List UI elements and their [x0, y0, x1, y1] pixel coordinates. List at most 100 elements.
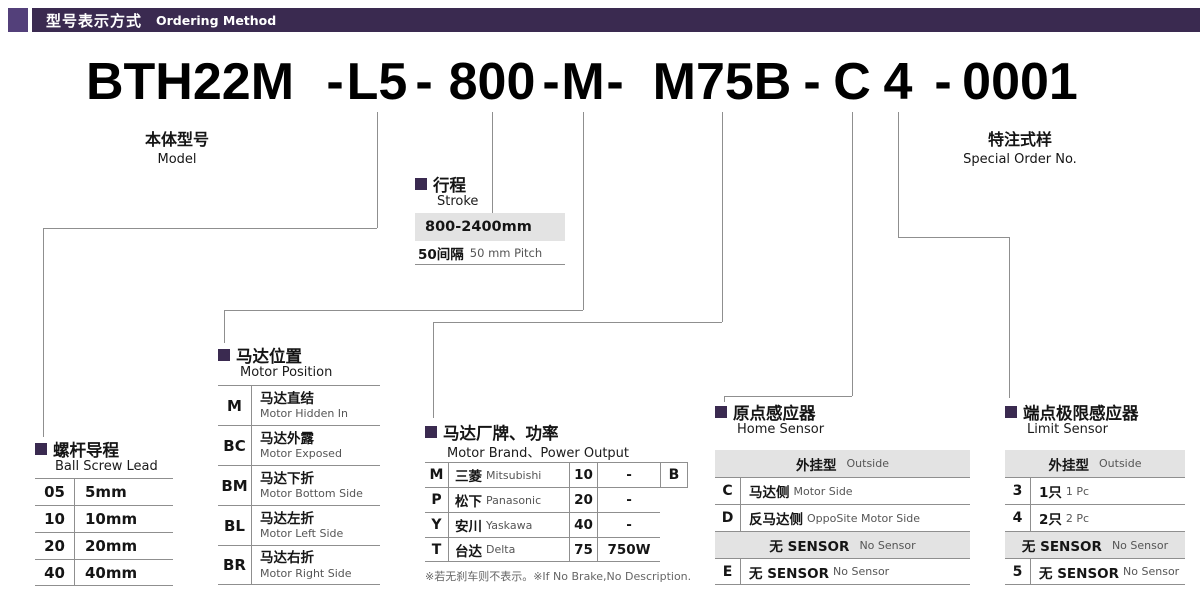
- model-code-dash: -: [606, 53, 624, 111]
- no-sensor-zh: 无 SENSOR: [1021, 539, 1102, 555]
- lead-code: 20: [35, 533, 75, 559]
- position-code: M: [218, 386, 252, 425]
- special-order-label: 特注式样 Special Order No.: [963, 126, 1077, 167]
- lead-value: 20mm: [85, 537, 138, 555]
- sensor-en: 2 Pc: [1065, 511, 1090, 525]
- model-code-segment-motor-brand: M75B: [652, 53, 792, 111]
- lead-code: 40: [35, 560, 75, 585]
- motor-brand-section-title: 马达厂牌、功率: [425, 420, 559, 444]
- model-code-dash: -: [934, 53, 952, 111]
- special-order-label-zh: 特注式样: [987, 130, 1053, 149]
- stroke-pitch-en: 50 mm Pitch: [469, 245, 543, 260]
- section-bullet-icon: [715, 406, 727, 418]
- model-code-dash: -: [415, 53, 433, 111]
- connector-line: [724, 396, 725, 402]
- connector-line: [224, 310, 225, 343]
- connector-line: [898, 112, 899, 237]
- sensor-zh: 反马达侧: [749, 512, 803, 528]
- home-sensor-table: 外挂型 Outside C 马达侧 Motor Side D 反马达侧 Oppo…: [715, 450, 970, 585]
- home-sensor-section-title: 原点感应器: [715, 400, 816, 424]
- connector-line: [724, 396, 852, 397]
- sensor-zh: 无 SENSOR: [749, 565, 830, 582]
- table-row: 20 20mm: [35, 532, 173, 559]
- table-row: 5 无 SENSOR No Sensor: [1005, 558, 1185, 585]
- brand-en: Yaskawa: [486, 518, 533, 532]
- limit-sensor-table: 外挂型 Outside 3 1只 1 Pc 4 2只 2 Pc 无 SENSOR…: [1005, 450, 1185, 585]
- stroke-range-box: 800-2400mm: [415, 213, 565, 241]
- brand-name: 台达 Delta: [449, 538, 570, 561]
- position-zh: 马达左折: [260, 510, 314, 527]
- header-bar: 型号表示方式 Ordering Method: [32, 8, 1200, 32]
- brand-name: 安川 Yaskawa: [449, 513, 570, 537]
- page-title-en: Ordering Method: [156, 12, 277, 28]
- stroke-title-zh: 行程: [433, 176, 466, 195]
- power-code: 10: [570, 463, 598, 487]
- sensor-en: 1 Pc: [1065, 484, 1090, 498]
- model-label-zh: 本体型号: [144, 130, 210, 149]
- model-code-segment-lead: L5: [346, 53, 408, 111]
- ball-screw-lead-table: 05 5mm 10 10mm 20 20mm 40 40mm: [35, 478, 173, 586]
- model-code-segment-stroke: 800: [448, 53, 536, 111]
- connector-line: [433, 322, 722, 323]
- sensor-value: 1只 1 Pc: [1031, 478, 1089, 504]
- table-row: 4 2只 2 Pc: [1005, 504, 1185, 531]
- limit-sensor-title-zh: 端点极限感应器: [1023, 404, 1139, 423]
- section-bullet-icon: [425, 426, 437, 438]
- position-en: Motor Exposed: [260, 447, 342, 460]
- position-zh: 马达直结: [260, 390, 314, 407]
- table-row: 10 10mm: [35, 505, 173, 532]
- brand-name: 松下 Panasonic: [449, 488, 570, 512]
- position-value: 马达右折 Motor Right Side: [252, 546, 352, 584]
- stroke-title-en: Stroke: [437, 194, 479, 209]
- connector-line: [377, 112, 378, 228]
- ball-screw-lead-section-title: 螺杆导程: [35, 437, 119, 461]
- page-title-zh: 型号表示方式: [46, 11, 143, 30]
- brake-option-cell: B: [660, 462, 688, 488]
- connector-line: [852, 112, 853, 396]
- lead-code: 10: [35, 506, 75, 532]
- brand-code: M: [425, 463, 449, 487]
- sensor-value: 马达侧 Motor Side: [741, 478, 853, 504]
- sensor-zh: 马达侧: [749, 485, 790, 501]
- group-zh: 外挂型: [1048, 457, 1090, 474]
- sensor-zh: 1只: [1039, 485, 1062, 501]
- table-row: BL 马达左折 Motor Left Side: [218, 505, 380, 545]
- table-row: 05 5mm: [35, 478, 173, 505]
- position-code: BM: [218, 466, 252, 505]
- no-sensor-band: 无 SENSOR No Sensor: [715, 531, 970, 558]
- sensor-code: C: [715, 478, 741, 504]
- table-row: 40 40mm: [35, 559, 173, 586]
- model-code-segment-special-order: 0001: [962, 53, 1078, 111]
- power-value: 750W: [607, 541, 651, 558]
- model-code-dash: -: [542, 53, 560, 111]
- limit-sensor-title-en: Limit Sensor: [1027, 422, 1108, 437]
- lead-value: 40mm: [85, 563, 138, 582]
- table-row: BR 马达右折 Motor Right Side: [218, 545, 380, 585]
- brand-zh: 松下: [455, 494, 482, 510]
- position-code: BC: [218, 426, 252, 465]
- motor-position-table: M 马达直结 Motor Hidden In BC 马达外露 Motor Exp…: [218, 385, 380, 585]
- sensor-en: Motor Side: [793, 484, 853, 498]
- special-order-label-en: Special Order No.: [963, 152, 1077, 167]
- sensor-value: 2只 2 Pc: [1031, 505, 1089, 531]
- motor-position-title-zh: 马达位置: [236, 347, 302, 366]
- brand-code: T: [425, 538, 449, 561]
- lead-code: 05: [35, 479, 75, 505]
- no-sensor-en: No Sensor: [1111, 538, 1169, 552]
- connector-line: [43, 228, 44, 437]
- model-label-en: Model: [157, 152, 197, 167]
- sensor-zh: 无 SENSOR: [1039, 565, 1120, 582]
- stroke-section-title: 行程: [415, 172, 466, 196]
- connector-line: [43, 228, 377, 229]
- sensor-code: E: [715, 559, 741, 584]
- group-en: Outside: [846, 457, 889, 470]
- stroke-pitch-row: 50间隔 50 mm Pitch: [415, 241, 565, 265]
- lead-value: 5mm: [85, 483, 127, 501]
- position-en: Motor Right Side: [260, 566, 352, 580]
- table-group-header: 外挂型 Outside: [715, 450, 970, 477]
- model-code-segment-home-sensor: C: [833, 53, 871, 111]
- brake-note: ※若无刹车则不表示。※If No Brake,No Description.: [425, 570, 692, 583]
- home-sensor-title-en: Home Sensor: [737, 422, 825, 437]
- brand-name: 三菱 Mitsubishi: [449, 463, 570, 487]
